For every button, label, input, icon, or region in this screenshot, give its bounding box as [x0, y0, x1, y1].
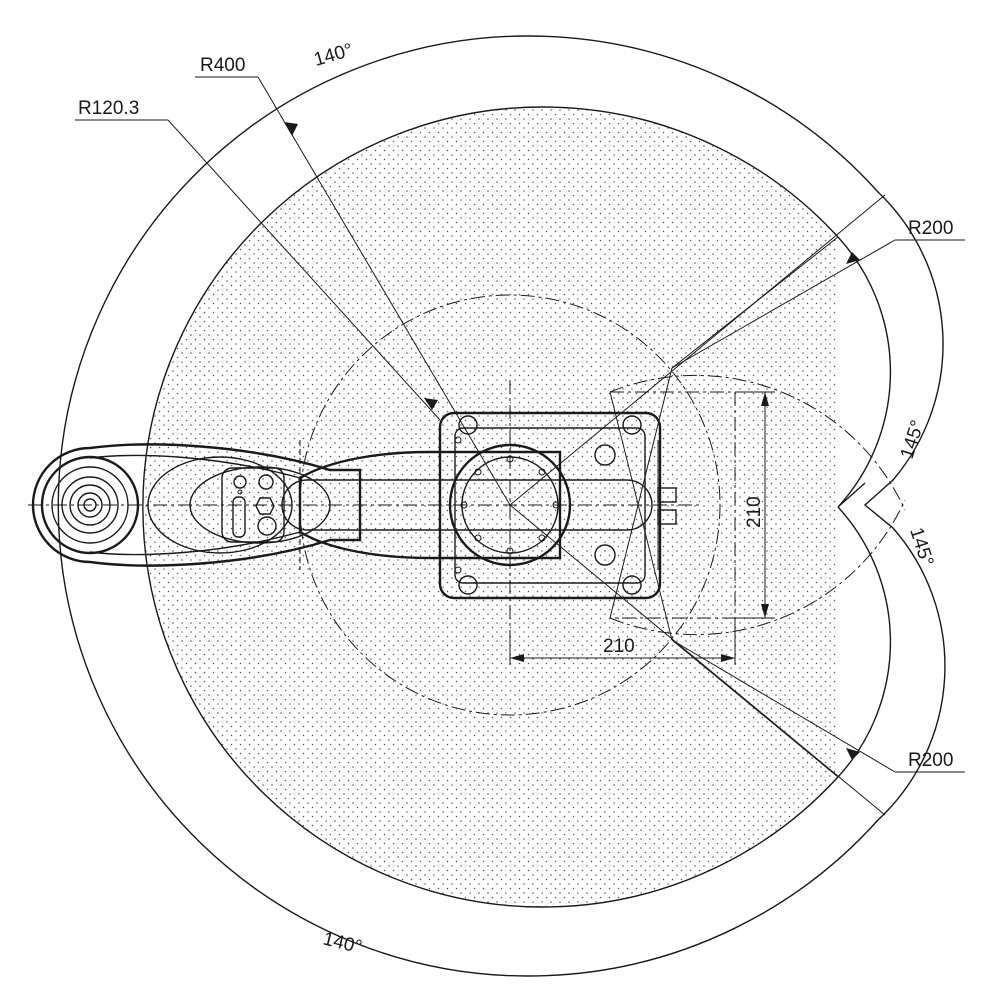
- angle-label-top: 140°: [312, 40, 356, 71]
- lower-dashed-arc: [609, 499, 906, 636]
- vertical-dimension: [735, 391, 775, 619]
- rear-connectors: [657, 440, 677, 570]
- leader-r400: [195, 76, 511, 506]
- horizontal-dimension: [509, 618, 736, 665]
- end-effector: [40, 455, 140, 555]
- label-r200-upper: R200: [908, 218, 953, 239]
- arm-contour-ellipse-2: [189, 466, 331, 544]
- base-footprint: [610, 391, 736, 619]
- connector-panel: [221, 467, 285, 543]
- outer-reach-boundary: [57, 35, 946, 977]
- working-area-boundary: [142, 106, 839, 908]
- leader-r200-upper: [671, 239, 965, 369]
- leader-r200-lower: [671, 639, 965, 773]
- shoulder-joint: [448, 443, 572, 567]
- robot-base: [438, 411, 662, 600]
- vertical-dimension-label: 210: [744, 496, 765, 528]
- label-r200-lower: R200: [908, 750, 953, 771]
- working-area: [142, 107, 838, 907]
- angle-extension-lines: [509, 194, 886, 816]
- outer-arm-link: [31, 443, 362, 567]
- upper-dashed-arc: [609, 374, 906, 511]
- angle-label-bottom: 140°: [321, 928, 364, 958]
- angle-label-right-lower: 145°: [905, 525, 937, 569]
- leader-r120: [75, 119, 441, 421]
- arm-contour-ellipse: [147, 456, 293, 554]
- inner-arm-slot: [281, 479, 653, 531]
- horizontal-dimension-label: 210: [603, 636, 635, 657]
- inner-arm-link: [298, 450, 562, 560]
- angle-label-right-upper: 145°: [897, 418, 929, 462]
- label-r120: R120.3: [78, 98, 139, 119]
- working-area-notch: [837, 236, 892, 778]
- label-r400: R400: [200, 55, 245, 76]
